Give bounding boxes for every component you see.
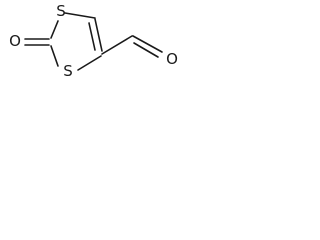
bond-ring-c4-to-c5-double-inner — [88, 22, 96, 51]
bond-c5-to-cho — [101, 35, 133, 55]
atom-oxygen-aldehyde: O — [166, 50, 178, 68]
bond-cho-to-o-double-b — [133, 42, 159, 58]
bond-ring-top-s-to-c4 — [64, 12, 96, 19]
chemical-structure: S S O O — [9, 2, 178, 80]
bond-cho-to-o-double-a — [132, 35, 163, 53]
atom-sulfur-bottom: S — [63, 62, 73, 80]
atom-sulfur-top: S — [56, 2, 66, 20]
bond-ring-c5-to-bottom-s — [77, 55, 102, 71]
bond-ring-c2-to-top-s — [50, 20, 59, 39]
bond-ring-c4-to-c5-double — [94, 18, 103, 52]
atom-oxygen-ketone: O — [9, 32, 21, 50]
bond-ring-bottom-s-to-c2 — [50, 45, 59, 67]
